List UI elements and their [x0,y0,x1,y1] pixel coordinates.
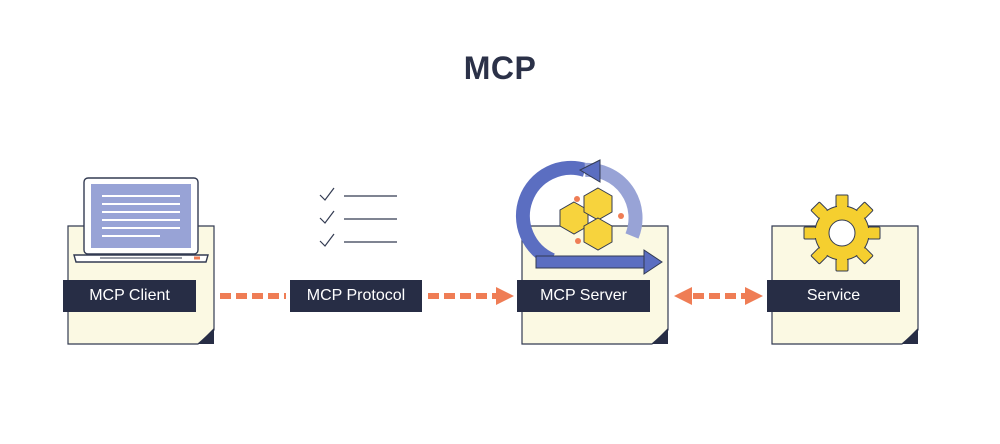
mcp-protocol-label: MCP Protocol [290,280,422,312]
service-label: Service [767,280,900,312]
mcp-server-label: MCP Server [517,280,650,312]
connector-protocol-server [428,287,514,305]
page-title: MCP [463,50,537,86]
gear-icon [803,194,881,272]
checklist-icon [319,187,397,247]
cycle-icon [515,159,663,275]
laptop-icon [73,177,209,263]
mcp-client-label: MCP Client [63,280,196,312]
connector-server-service [674,287,763,305]
